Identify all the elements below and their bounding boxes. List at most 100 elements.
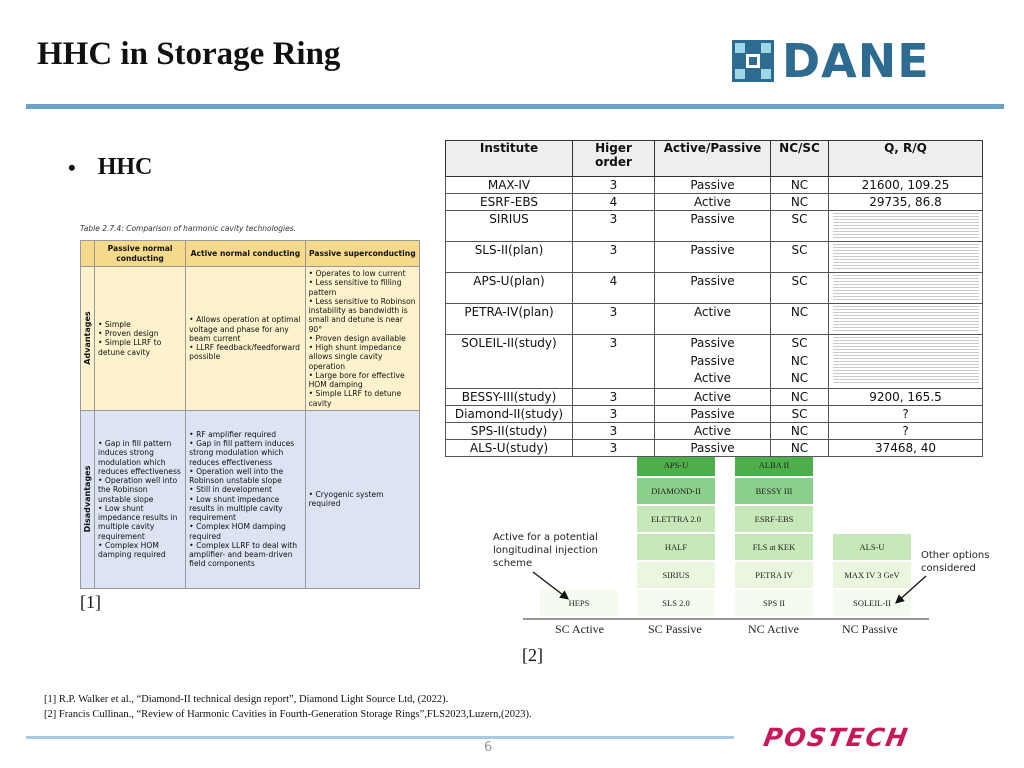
cell-q-rq-image [828,272,983,304]
cell-active-passive: Active [654,387,771,406]
cell-active-passive: Passive [654,241,771,273]
cell-nc-sc: NC [770,176,829,194]
bullet-text: HHC [97,154,153,180]
overview-category: NC Active [748,622,799,636]
cell-institute: ALS-U(study) [445,438,573,457]
comparison-header: Passive normal conducting [93,240,187,267]
cell-active-passive: Active [654,421,771,440]
overview-note-right: Other options considered [921,550,990,574]
reference-2: [2] Francis Cullinan., “Review of Harmon… [44,709,532,720]
hhc-table-header: Institute Higer order Active/Passive NC/… [445,140,983,177]
cell-institute: SIRIUS [445,210,573,242]
advantages-cell: Allows operation at optimal voltage and … [185,266,306,411]
cell-order: 4 [572,272,655,304]
cell-institute: SLS-II(plan) [445,241,573,273]
cell-active-passive: Active [654,193,771,211]
overview-box-petra: PETRA IV [735,562,813,588]
cell-nc-sc: NC [770,303,829,335]
overview-box-sirius: SIRIUS [637,562,715,588]
cell-order: 4 [572,193,655,211]
disadvantages-cell: RF amplifier requiredGap in fill pattern… [185,409,306,589]
hhc-header-cell: Higer order [572,140,655,177]
cell-order: 3 [572,210,655,242]
overview-box-diamond-ii: DIAMOND-II [637,478,715,504]
cell-order: 3 [572,334,655,389]
footer-rule [26,736,734,739]
reference-1: [1] R.P. Walker et al., “Diamond-II tech… [44,694,449,705]
cell-order: 3 [572,176,655,194]
cell-institute: BESSY-III(study) [445,387,573,406]
overview-box-max-iv: MAX IV 3 GeV [833,562,911,588]
cell-order: 3 [572,303,655,335]
table-row: Diamond-II(study) 3 Passive SC ? [445,404,983,423]
disadvantages-label: Disadvantages [80,409,95,589]
cell-institute: SOLEIL-II(study) [445,334,573,389]
table-row: APS-U(plan) 4 Passive SC [445,272,983,304]
overview-category: SC Active [555,622,605,636]
hhc-table: Institute Higer order Active/Passive NC/… [445,140,983,457]
cell-q-rq-image [828,334,983,389]
page-number: 6 [484,740,493,755]
table-row: ALS-U(study) 3 Passive NC 37468, 40 [445,438,983,457]
cell-q-rq: 21600, 109.25 [828,176,983,194]
advantages-label: Advantages [80,266,95,411]
cell-institute: APS-U(plan) [445,272,573,304]
table-row: SIRIUS 3 Passive SC [445,210,983,242]
cell-order: 3 [572,387,655,406]
table-row: SPS-II(study) 3 Active NC ? [445,421,983,440]
cell-nc-sc: NC [770,387,829,406]
comparison-table: Passive normal conducting Active normal … [80,240,421,589]
reference-marker-1: [1] [80,592,101,612]
cell-active-passive: Passive [654,404,771,423]
hhc-header-cell: Institute [445,140,573,177]
cell-order: 3 [572,438,655,457]
comparison-caption: Table 2.7.4: Comparison of harmonic cavi… [80,224,297,233]
cell-nc-sc: NC [770,193,829,211]
dane-mark-icon [732,40,774,82]
cell-nc-sc: SC [770,241,829,273]
table-row: SLS-II(plan) 3 Passive SC [445,241,983,273]
comparison-header: Passive superconducting [304,240,421,267]
advantages-cell: SimpleProven designSimple LLRF to detune… [93,266,187,411]
cell-institute: PETRA-IV(plan) [445,303,573,335]
overview-box-bessy-iii: BESSY III [735,478,813,504]
dane-logo: DANE [732,38,930,84]
cell-institute: MAX-IV [445,176,573,194]
dane-wordmark: DANE [782,34,930,88]
disadvantages-cell: Gap in fill pattern induces strong modul… [93,409,187,589]
hhc-header-cell: Active/Passive [654,140,771,177]
cell-q-rq: 29735, 86.8 [828,193,983,211]
overview-category: NC Passive [842,622,898,636]
comparison-figure: Table 2.7.4: Comparison of harmonic cavi… [80,224,421,589]
overview-box-heps: HEPS [540,590,618,616]
cell-nc-sc: NC [770,421,829,440]
overview-note-left: Active for a potential longitudinal inje… [493,532,598,569]
overview-category: SC Passive [648,622,702,636]
overview-box-als-u: ALS-U [833,534,911,560]
table-row: ESRF-EBS 4 Active NC 29735, 86.8 [445,193,983,211]
cell-nc-sc: NC [770,438,829,457]
advantages-cell: Operates to low currentLess sensitive to… [304,266,421,411]
overview-box-soleil: SOLEIL-II [833,590,911,616]
cell-q-rq: 9200, 165.5 [828,387,983,406]
table-row: MAX-IV 3 Passive NC 21600, 109.25 [445,176,983,194]
cell-order: 3 [572,241,655,273]
cell-nc-sc: SC [770,210,829,242]
cell-nc-sc: SC [770,404,829,423]
overview-axis [523,618,929,620]
cell-active-passive: Passive [654,176,771,194]
title-rule [26,104,1004,109]
table-row: PETRA-IV(plan) 3 Active NC [445,303,983,335]
comparison-header: Active normal conducting [185,240,306,267]
embedded-table-image [832,336,979,384]
cell-active-passive: Active [654,303,771,335]
cell-active-passive: Passive [654,272,771,304]
overview-box-sls: SLS 2.0 [637,590,715,616]
cell-institute: Diamond-II(study) [445,404,573,423]
cell-q-rq: ? [828,404,983,423]
cell-q-rq: 37468, 40 [828,438,983,457]
overview-box-fls: FLS at KEK [735,534,813,560]
